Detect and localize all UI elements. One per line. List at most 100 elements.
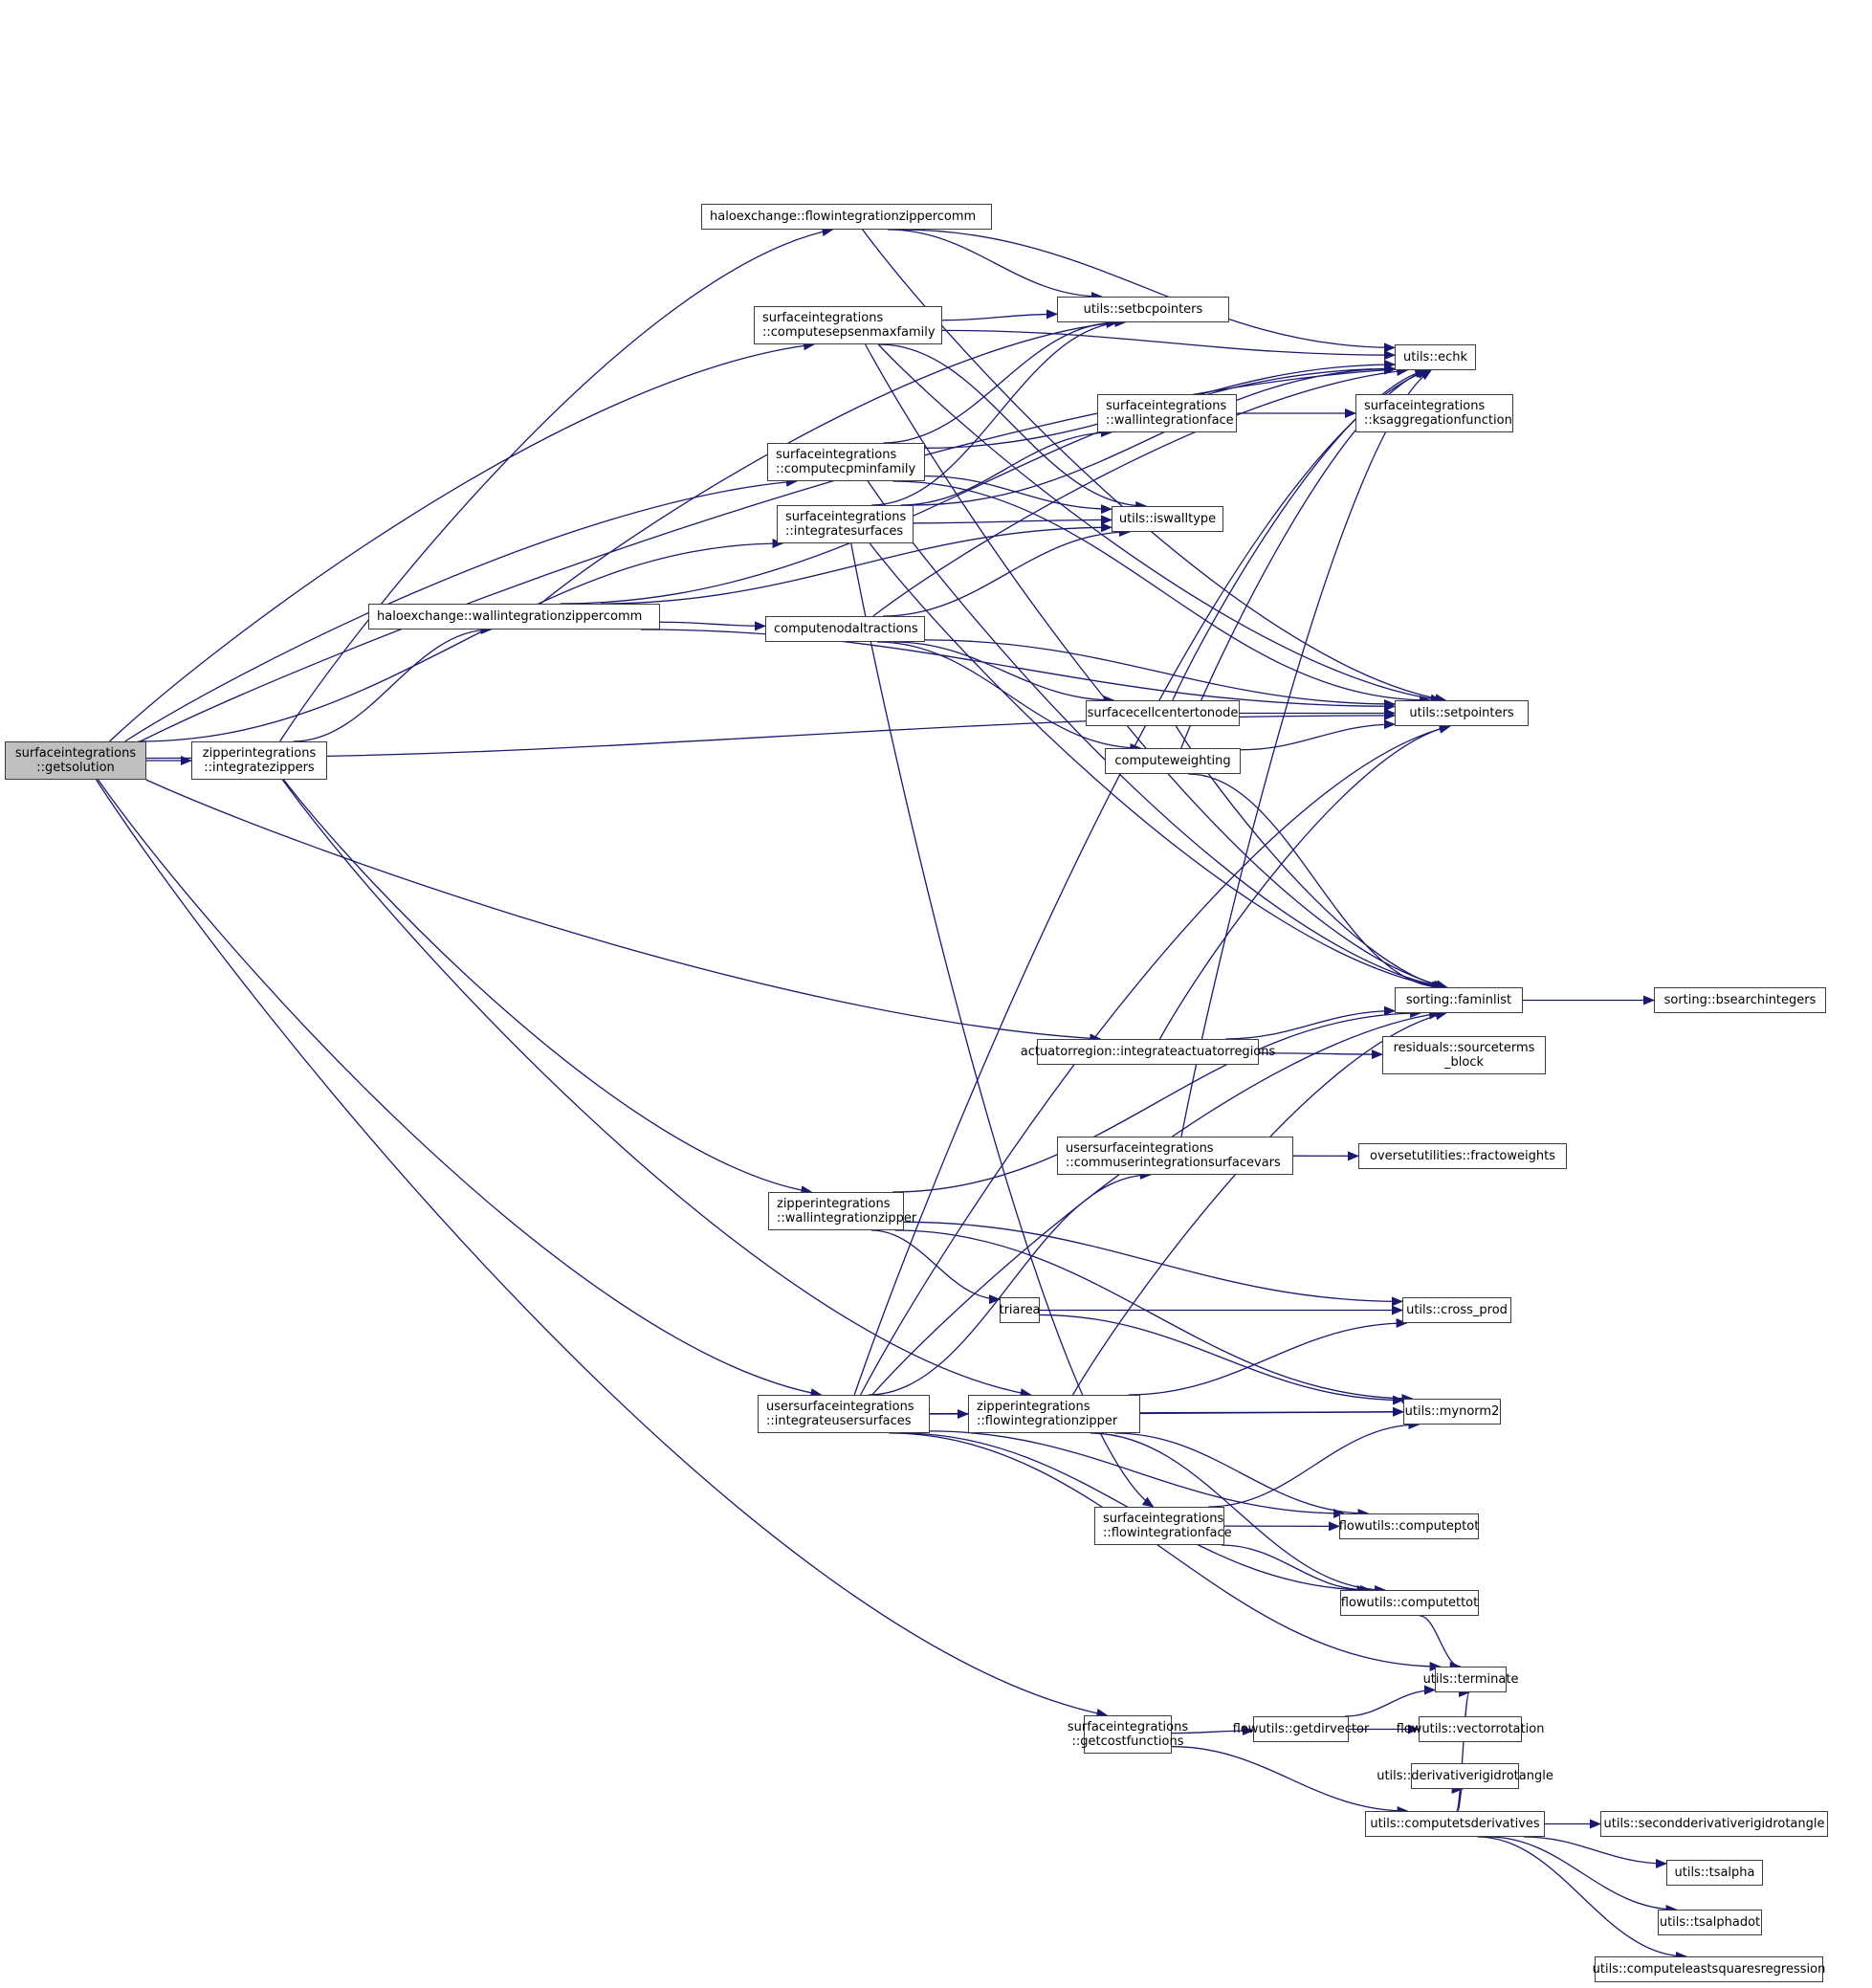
node-surfacecellcentertonode[interactable]: surfacecellcentertonode bbox=[1086, 700, 1240, 726]
node-label-line: ::wallintegrationface bbox=[1106, 413, 1234, 428]
edge-computeweighting-to-faminlist bbox=[1188, 773, 1444, 992]
edge-getsolution-to-integratesurfaces bbox=[138, 539, 784, 742]
node-wallintegrationface[interactable]: surfaceintegrations::wallintegrationface bbox=[1097, 394, 1237, 432]
edge-flowzippercomm-to-setpointers bbox=[862, 229, 1447, 704]
node-label-line: flowutils::vectorrotation bbox=[1396, 1722, 1545, 1736]
node-integratesurfaces[interactable]: surfaceintegrations::integratesurfaces bbox=[777, 505, 914, 543]
node-flowzippercomm[interactable]: haloexchange::flowintegrationzippercomm bbox=[701, 204, 992, 230]
node-triarea[interactable]: triarea bbox=[999, 1297, 1041, 1323]
node-terminate[interactable]: utils::terminate bbox=[1423, 1667, 1518, 1692]
edge-getsolution-to-computesepsenmaxfamily bbox=[109, 341, 815, 742]
node-label-line: utils::computeleastsquaresregression bbox=[1592, 1962, 1826, 1977]
edge-integratesurfaces-to-flowintegrationface bbox=[850, 542, 1155, 1508]
node-echk[interactable]: utils::echk bbox=[1395, 344, 1476, 370]
edge-flowintegrationface-to-computettot bbox=[1221, 1544, 1369, 1595]
edge-wallzippercomm-to-iswalltype bbox=[600, 522, 1112, 605]
node-label-line: ::flowintegrationzipper bbox=[977, 1414, 1118, 1428]
node-fractoweights[interactable]: oversetutilities::fractoweights bbox=[1358, 1143, 1567, 1169]
node-label-line: surfaceintegrations bbox=[776, 448, 897, 462]
edge-getsolution-to-computecpminfamily bbox=[124, 476, 798, 742]
node-integrateusersurfaces[interactable]: usersurfaceintegrations::integrateusersu… bbox=[758, 1395, 930, 1433]
node-label-line: utils::terminate bbox=[1422, 1672, 1519, 1687]
edge-triarea-to-mynorm2 bbox=[1039, 1314, 1404, 1405]
node-computeweighting[interactable]: computeweighting bbox=[1105, 748, 1241, 774]
node-label-line: utils::setpointers bbox=[1409, 706, 1514, 720]
node-secondderivativerigidrotangle[interactable]: utils::secondderivativerigidrotangle bbox=[1600, 1811, 1828, 1837]
node-getsolution[interactable]: surfaceintegrations::getsolution bbox=[5, 741, 146, 780]
node-label-line: surfaceintegrations bbox=[14, 746, 137, 761]
edge-computetsderivatives-to-tsalphadot bbox=[1487, 1836, 1678, 1914]
edge-integrateusersurfaces-to-computeptot bbox=[929, 1430, 1346, 1518]
edge-integratesurfaces-to-iswalltype bbox=[913, 515, 1112, 525]
edge-computenodaltractions-to-iswalltype bbox=[883, 527, 1131, 617]
node-label-line: usersurfaceintegrations bbox=[1066, 1141, 1214, 1156]
node-iswalltype[interactable]: utils::iswalltype bbox=[1112, 506, 1223, 532]
edge-integratezippers-to-wallintegrationzipper bbox=[283, 779, 813, 1196]
edge-integrateusersurfaces-to-terminate bbox=[889, 1432, 1442, 1671]
node-faminlist[interactable]: sorting::faminlist bbox=[1395, 987, 1523, 1013]
node-setpointers[interactable]: utils::setpointers bbox=[1395, 700, 1529, 726]
edge-wallintegrationzipper-to-faminlist bbox=[892, 1008, 1422, 1193]
node-integrateactuatorregions[interactable]: actuatorregion::integrateactuatorregions bbox=[1021, 1039, 1275, 1065]
node-label-line: zipperintegrations bbox=[202, 746, 317, 761]
edge-wallintegrationzipper-to-triarea bbox=[871, 1229, 1001, 1305]
node-label-line: ::integrateusersurfaces bbox=[766, 1414, 912, 1428]
node-label-line: residuals::sourceterms bbox=[1393, 1041, 1535, 1055]
edge-integratezippers-to-flowzippercomm bbox=[279, 227, 834, 742]
node-label-line: flowutils::computeptot bbox=[1338, 1519, 1480, 1534]
node-label-line: ::commuserintegrationsurfacevars bbox=[1066, 1156, 1281, 1170]
node-label-line: surfaceintegrations bbox=[1106, 399, 1227, 413]
node-label-line: surfaceintegrations bbox=[1067, 1720, 1189, 1734]
edge-getsolution-to-getcostfunctions bbox=[96, 779, 1109, 1718]
edge-computecpminfamily-to-setpointers bbox=[892, 480, 1431, 705]
node-derivativerigidrotangle[interactable]: utils::derivativerigidrotangle bbox=[1376, 1763, 1553, 1789]
node-computettot[interactable]: flowutils::computettot bbox=[1340, 1590, 1479, 1616]
node-computesepsenmaxfamily[interactable]: surfaceintegrations::computesepsenmaxfam… bbox=[754, 306, 942, 344]
node-label-line: actuatorregion::integrateactuatorregions bbox=[1020, 1045, 1276, 1059]
node-label-line: ::wallintegrationzipper bbox=[777, 1211, 917, 1226]
node-computenodaltractions[interactable]: computenodaltractions bbox=[765, 616, 925, 642]
node-sourceterms_block[interactable]: residuals::sourceterms_block bbox=[1382, 1036, 1546, 1074]
node-commuserintegrationsurfacevars[interactable]: usersurfaceintegrations::commuserintegra… bbox=[1057, 1137, 1293, 1175]
node-vectorrotation[interactable]: flowutils::vectorrotation bbox=[1397, 1716, 1544, 1742]
node-getcostfunctions[interactable]: surfaceintegrations::getcostfunctions bbox=[1068, 1715, 1188, 1754]
edge-computetsderivatives-to-computeleastsquaresregression bbox=[1477, 1836, 1687, 1961]
node-cross_prod[interactable]: utils::cross_prod bbox=[1402, 1297, 1511, 1323]
edge-integratesurfaces-to-setbcpointers bbox=[871, 318, 1127, 506]
edge-computeweighting-to-setpointers bbox=[1240, 719, 1396, 751]
node-label-line: surfacecellcentertonode bbox=[1087, 706, 1239, 720]
edge-computecpminfamily-to-iswalltype bbox=[924, 475, 1112, 515]
node-integratezippers[interactable]: zipperintegrations::integratezippers bbox=[191, 741, 327, 780]
edge-integratesurfaces-to-echk bbox=[913, 364, 1396, 506]
edge-integrateactuatorregions-to-setpointers bbox=[1158, 723, 1451, 1040]
node-getdirvector[interactable]: flowutils::getdirvector bbox=[1233, 1716, 1369, 1742]
node-ksaggregationfunction[interactable]: surfaceintegrations::ksaggregationfuncti… bbox=[1355, 394, 1513, 432]
node-setbcpointers[interactable]: utils::setbcpointers bbox=[1057, 297, 1229, 322]
edge-surfacecellcentertonode-to-echk bbox=[1172, 368, 1427, 701]
edge-wallzippercomm-to-computenodaltractions bbox=[659, 621, 766, 631]
node-label-line: sorting::bsearchintegers bbox=[1663, 993, 1817, 1007]
node-wallintegrationzipper[interactable]: zipperintegrations::wallintegrationzippe… bbox=[768, 1192, 916, 1230]
node-tsalpha[interactable]: utils::tsalpha bbox=[1666, 1860, 1763, 1886]
node-label-line: usersurfaceintegrations bbox=[766, 1400, 914, 1414]
node-computecpminfamily[interactable]: surfaceintegrations::computecpminfamily bbox=[767, 443, 925, 481]
node-computeptot[interactable]: flowutils::computeptot bbox=[1339, 1513, 1479, 1539]
node-flowintegrationzipper[interactable]: zipperintegrations::flowintegrationzippe… bbox=[968, 1395, 1140, 1433]
node-label-line: haloexchange::flowintegrationzippercomm bbox=[710, 210, 977, 224]
node-label-line: haloexchange::wallintegrationzippercomm bbox=[377, 609, 643, 624]
edge-computetsderivatives-to-tsalpha bbox=[1523, 1836, 1667, 1869]
node-computeleastsquaresregression[interactable]: utils::computeleastsquaresregression bbox=[1592, 1956, 1826, 1982]
node-label-line: computeweighting bbox=[1114, 754, 1231, 768]
node-bsearchintegers[interactable]: sorting::bsearchintegers bbox=[1654, 987, 1826, 1013]
node-flowintegrationface[interactable]: surfaceintegrations::flowintegrationface bbox=[1094, 1507, 1232, 1545]
node-computetsderivatives[interactable]: utils::computetsderivatives bbox=[1365, 1811, 1545, 1837]
edge-computecpminfamily-to-faminlist bbox=[867, 480, 1445, 990]
edge-flowzippercomm-to-setbcpointers bbox=[888, 229, 1103, 301]
node-mynorm2[interactable]: utils::mynorm2 bbox=[1403, 1399, 1501, 1425]
edge-computesepsenmaxfamily-to-faminlist bbox=[865, 343, 1448, 990]
node-label-line: utils::derivativerigidrotangle bbox=[1376, 1769, 1553, 1783]
node-tsalphadot[interactable]: utils::tsalphadot bbox=[1658, 1910, 1762, 1935]
node-wallzippercomm[interactable]: haloexchange::wallintegrationzippercomm bbox=[368, 604, 660, 630]
edge-flowintegrationzipper-to-cross_prod bbox=[1128, 1318, 1408, 1396]
